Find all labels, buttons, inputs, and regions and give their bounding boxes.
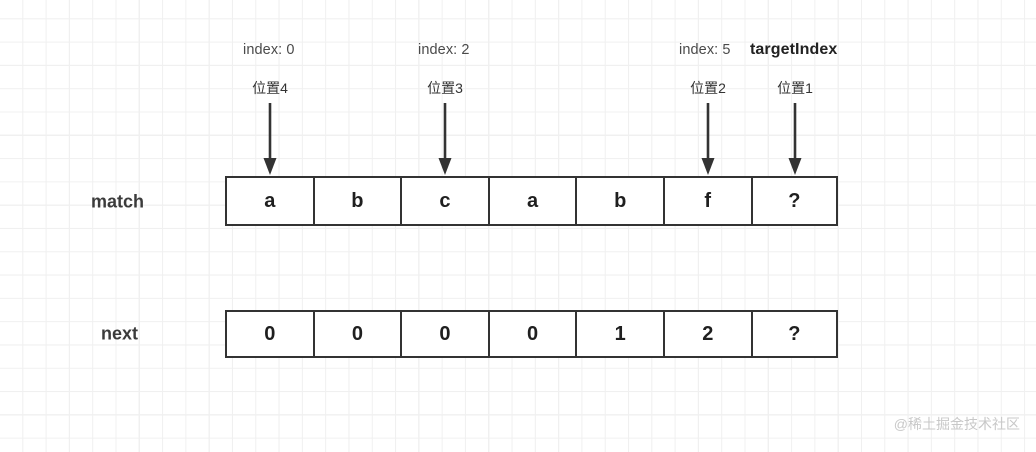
position-label-1: 位置1 [777,80,813,96]
match-cell-0: a [225,176,313,226]
next-cell-0: 0 [225,310,313,358]
next-cell-3: 0 [487,310,576,358]
next-cell-5: 2 [662,310,751,358]
match-cell-6: ? [750,176,839,226]
position-label-2: 位置2 [690,80,726,96]
index-label-5: index: 5 [679,42,731,58]
position-label-3: 位置3 [427,80,463,96]
arrow-down-icon-target-index [787,103,803,176]
row-label-next: next [100,323,138,344]
next-array: 0 0 0 0 1 2 ? [225,310,839,358]
arrow-down-icon-index-0 [262,103,278,176]
match-array: a b c a b f ? [225,176,839,226]
target-index-label: targetIndex [750,41,838,58]
arrow-down-icon-index-5 [700,103,716,176]
position-label-4: 位置4 [252,80,288,96]
next-cell-4: 1 [575,310,663,358]
next-cell-6: ? [750,310,839,358]
watermark: @稀土掘金技术社区 [893,416,1020,432]
match-cell-2: c [400,176,488,226]
next-cell-1: 0 [312,310,401,358]
row-label-match: match [90,191,144,212]
next-cell-2: 0 [400,310,488,358]
match-cell-1: b [312,176,401,226]
match-cell-4: b [575,176,663,226]
match-cell-3: a [487,176,576,226]
index-label-0: index: 0 [243,42,295,58]
index-label-2: index: 2 [418,42,470,58]
arrow-down-icon-index-2 [437,103,453,176]
match-cell-5: f [662,176,751,226]
